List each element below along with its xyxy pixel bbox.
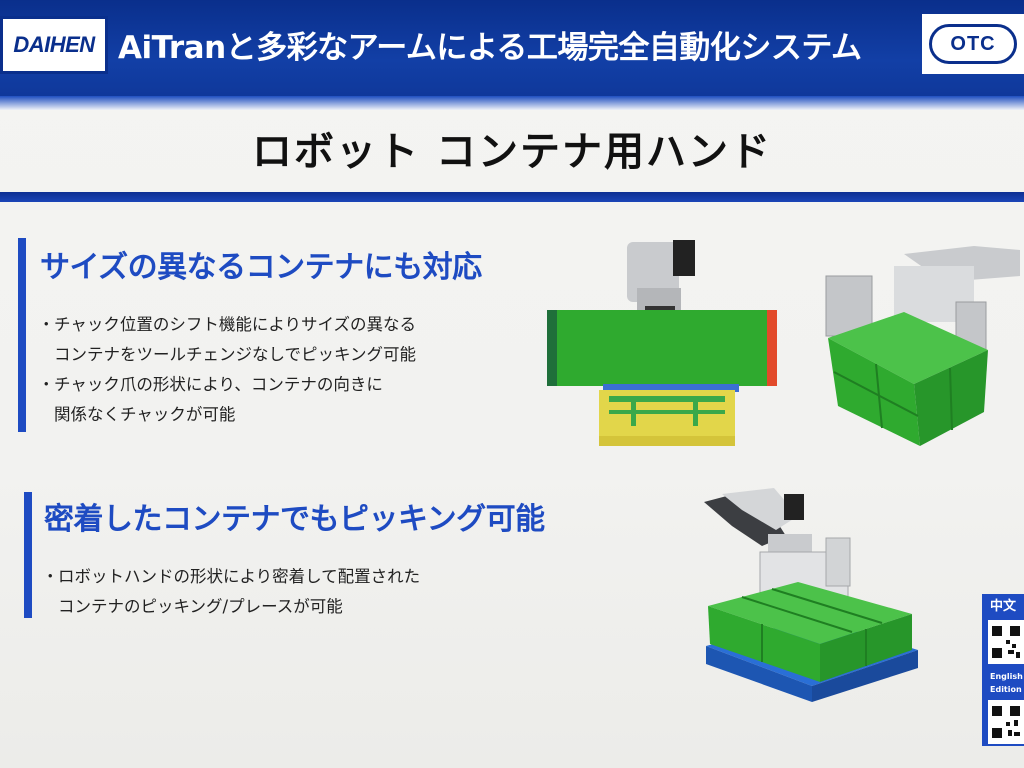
header-gradient-edge <box>0 96 1024 110</box>
section-2-heading: 密着したコンテナでもピッキング可能 <box>44 502 545 537</box>
chuck-rail <box>603 384 739 392</box>
container-divider <box>949 367 953 431</box>
qr-code-icon <box>992 706 1020 738</box>
container-top-rim <box>828 312 988 384</box>
qr-code-english[interactable] <box>988 700 1024 744</box>
container-rib <box>609 410 725 414</box>
bullet-item: ・ チャック爪の形状により、コンテナの向きに 関係なくチャックが可能 <box>34 370 416 430</box>
daihen-logo-text: DAIHEN <box>13 32 95 57</box>
container-rib <box>693 396 698 426</box>
qr-english-label: English Edition <box>990 670 1024 698</box>
page-title: ロボット コンテナ用ハンド <box>252 129 772 175</box>
packed-containers-picking-illustration <box>704 488 918 702</box>
robot-flange <box>637 288 681 310</box>
section-2-accent-bar <box>24 492 32 618</box>
container-base <box>599 436 735 446</box>
robot-tool-plate <box>645 306 675 312</box>
robot-motor-block <box>784 494 804 520</box>
containers-top <box>708 582 912 644</box>
otc-logo: OTC <box>922 14 1024 74</box>
container-rib <box>631 396 636 426</box>
header-banner <box>0 0 1024 110</box>
container-hand-green-bar <box>547 310 777 386</box>
bullet-item: ・ チャック位置のシフト機能によりサイズの異なる コンテナをツールチェンジなしで… <box>34 310 416 370</box>
title-divider <box>0 192 1024 202</box>
hand-side-plate <box>825 537 851 587</box>
hand-right-edge <box>767 310 777 386</box>
robot-motor-block <box>673 240 695 276</box>
bullet-marker: ・ <box>38 315 55 334</box>
section-1-bullets: ・ チャック位置のシフト機能によりサイズの異なる コンテナをツールチェンジなしで… <box>34 310 416 430</box>
pallet-side <box>812 650 918 702</box>
robot-arm-dark <box>704 492 786 546</box>
container-divider <box>771 588 883 624</box>
bullet-line: 関係なくチャックが可能 <box>54 405 236 424</box>
bullet-line: チャック位置のシフト機能によりサイズの異なる <box>54 315 417 334</box>
bullet-line: コンテナをツールチェンジなしでピッキング可能 <box>54 345 417 364</box>
bullet-line: コンテナのピッキング/プレースが可能 <box>58 597 343 616</box>
qr-code-chinese[interactable] <box>988 620 1024 664</box>
qr-chinese-label: 中文 <box>990 599 1017 614</box>
section-2-bullets: ・ ロボットハンドの形状により密着して配置された コンテナのピッキング/プレース… <box>38 562 420 622</box>
bullet-marker: ・ <box>38 375 55 394</box>
qr-english-label-line2: Edition <box>990 685 1022 694</box>
bullet-marker: ・ <box>42 567 59 586</box>
containers-front <box>708 606 820 682</box>
section-1-heading: サイズの異なるコンテナにも対応 <box>40 250 482 285</box>
header-title: AiTranと多彩なアームによる工場完全自動化システム <box>118 30 862 66</box>
robot-wrist-body <box>627 242 679 302</box>
pallet-front <box>706 646 812 702</box>
otc-logo-oval: OTC <box>929 24 1017 64</box>
bullet-line: チャック爪の形状により、コンテナの向きに <box>54 375 383 394</box>
container-divider <box>833 371 919 417</box>
container-rib <box>609 396 725 402</box>
qr-english-label-line1: English <box>990 672 1023 681</box>
section-1-accent-bar <box>18 238 26 432</box>
robot-hand-3d-illustration <box>825 246 1020 446</box>
qr-code-icon <box>992 626 1020 658</box>
otc-logo-text: OTC <box>950 32 996 55</box>
daihen-logo: DAIHEN <box>0 16 108 74</box>
container-divider <box>741 596 853 633</box>
robot-arm-link <box>722 488 798 530</box>
robot-hand-side-view-illustration <box>547 240 777 446</box>
bullet-item: ・ ロボットハンドの形状により密着して配置された コンテナのピッキング/プレース… <box>38 562 420 622</box>
bullet-line: ロボットハンドの形状により密着して配置された <box>58 567 421 586</box>
hand-left-edge <box>547 310 557 386</box>
